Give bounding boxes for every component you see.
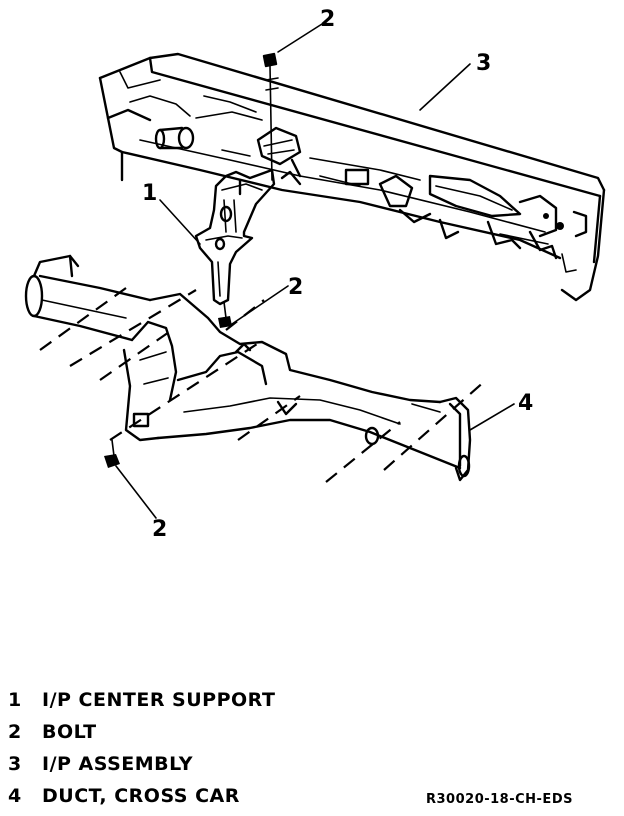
legend-label: I/P ASSEMBLY bbox=[42, 753, 194, 775]
callout-2-top: 2 bbox=[320, 7, 335, 32]
leader-lines bbox=[115, 23, 515, 519]
legend-number: 1 bbox=[8, 689, 22, 711]
callout-2-bottom: 2 bbox=[152, 517, 167, 542]
legend-label: I/P CENTER SUPPORT bbox=[42, 689, 276, 711]
legend-row: 4 DUCT, CROSS CAR bbox=[8, 780, 275, 812]
callout-1: 1 bbox=[142, 181, 157, 206]
legend-row: 1 I/P CENTER SUPPORT bbox=[8, 684, 275, 716]
center-support-drawing bbox=[194, 168, 276, 306]
legend-row: 2 BOLT bbox=[8, 716, 275, 748]
legend-number: 4 bbox=[8, 785, 22, 807]
legend-label: BOLT bbox=[42, 721, 97, 743]
callout-4: 4 bbox=[518, 391, 533, 416]
exploded-parts-diagram: 1 2 2 2 3 4 bbox=[24, 7, 606, 542]
legend-label: DUCT, CROSS CAR bbox=[42, 785, 240, 807]
legend-number: 3 bbox=[8, 753, 22, 775]
legend-number: 2 bbox=[8, 721, 22, 743]
cross-car-duct-drawing bbox=[24, 254, 472, 482]
bolt-bottom-drawing bbox=[104, 439, 120, 468]
figure-code: R30020-18-CH-EDS bbox=[426, 792, 573, 807]
bolt-top-drawing bbox=[262, 52, 279, 181]
legend-row: 3 I/P ASSEMBLY bbox=[8, 748, 275, 780]
callout-2-middle: 2 bbox=[288, 275, 303, 300]
callout-3: 3 bbox=[476, 51, 491, 76]
ip-assembly-drawing bbox=[98, 52, 606, 302]
bolt-middle-drawing bbox=[218, 301, 232, 328]
